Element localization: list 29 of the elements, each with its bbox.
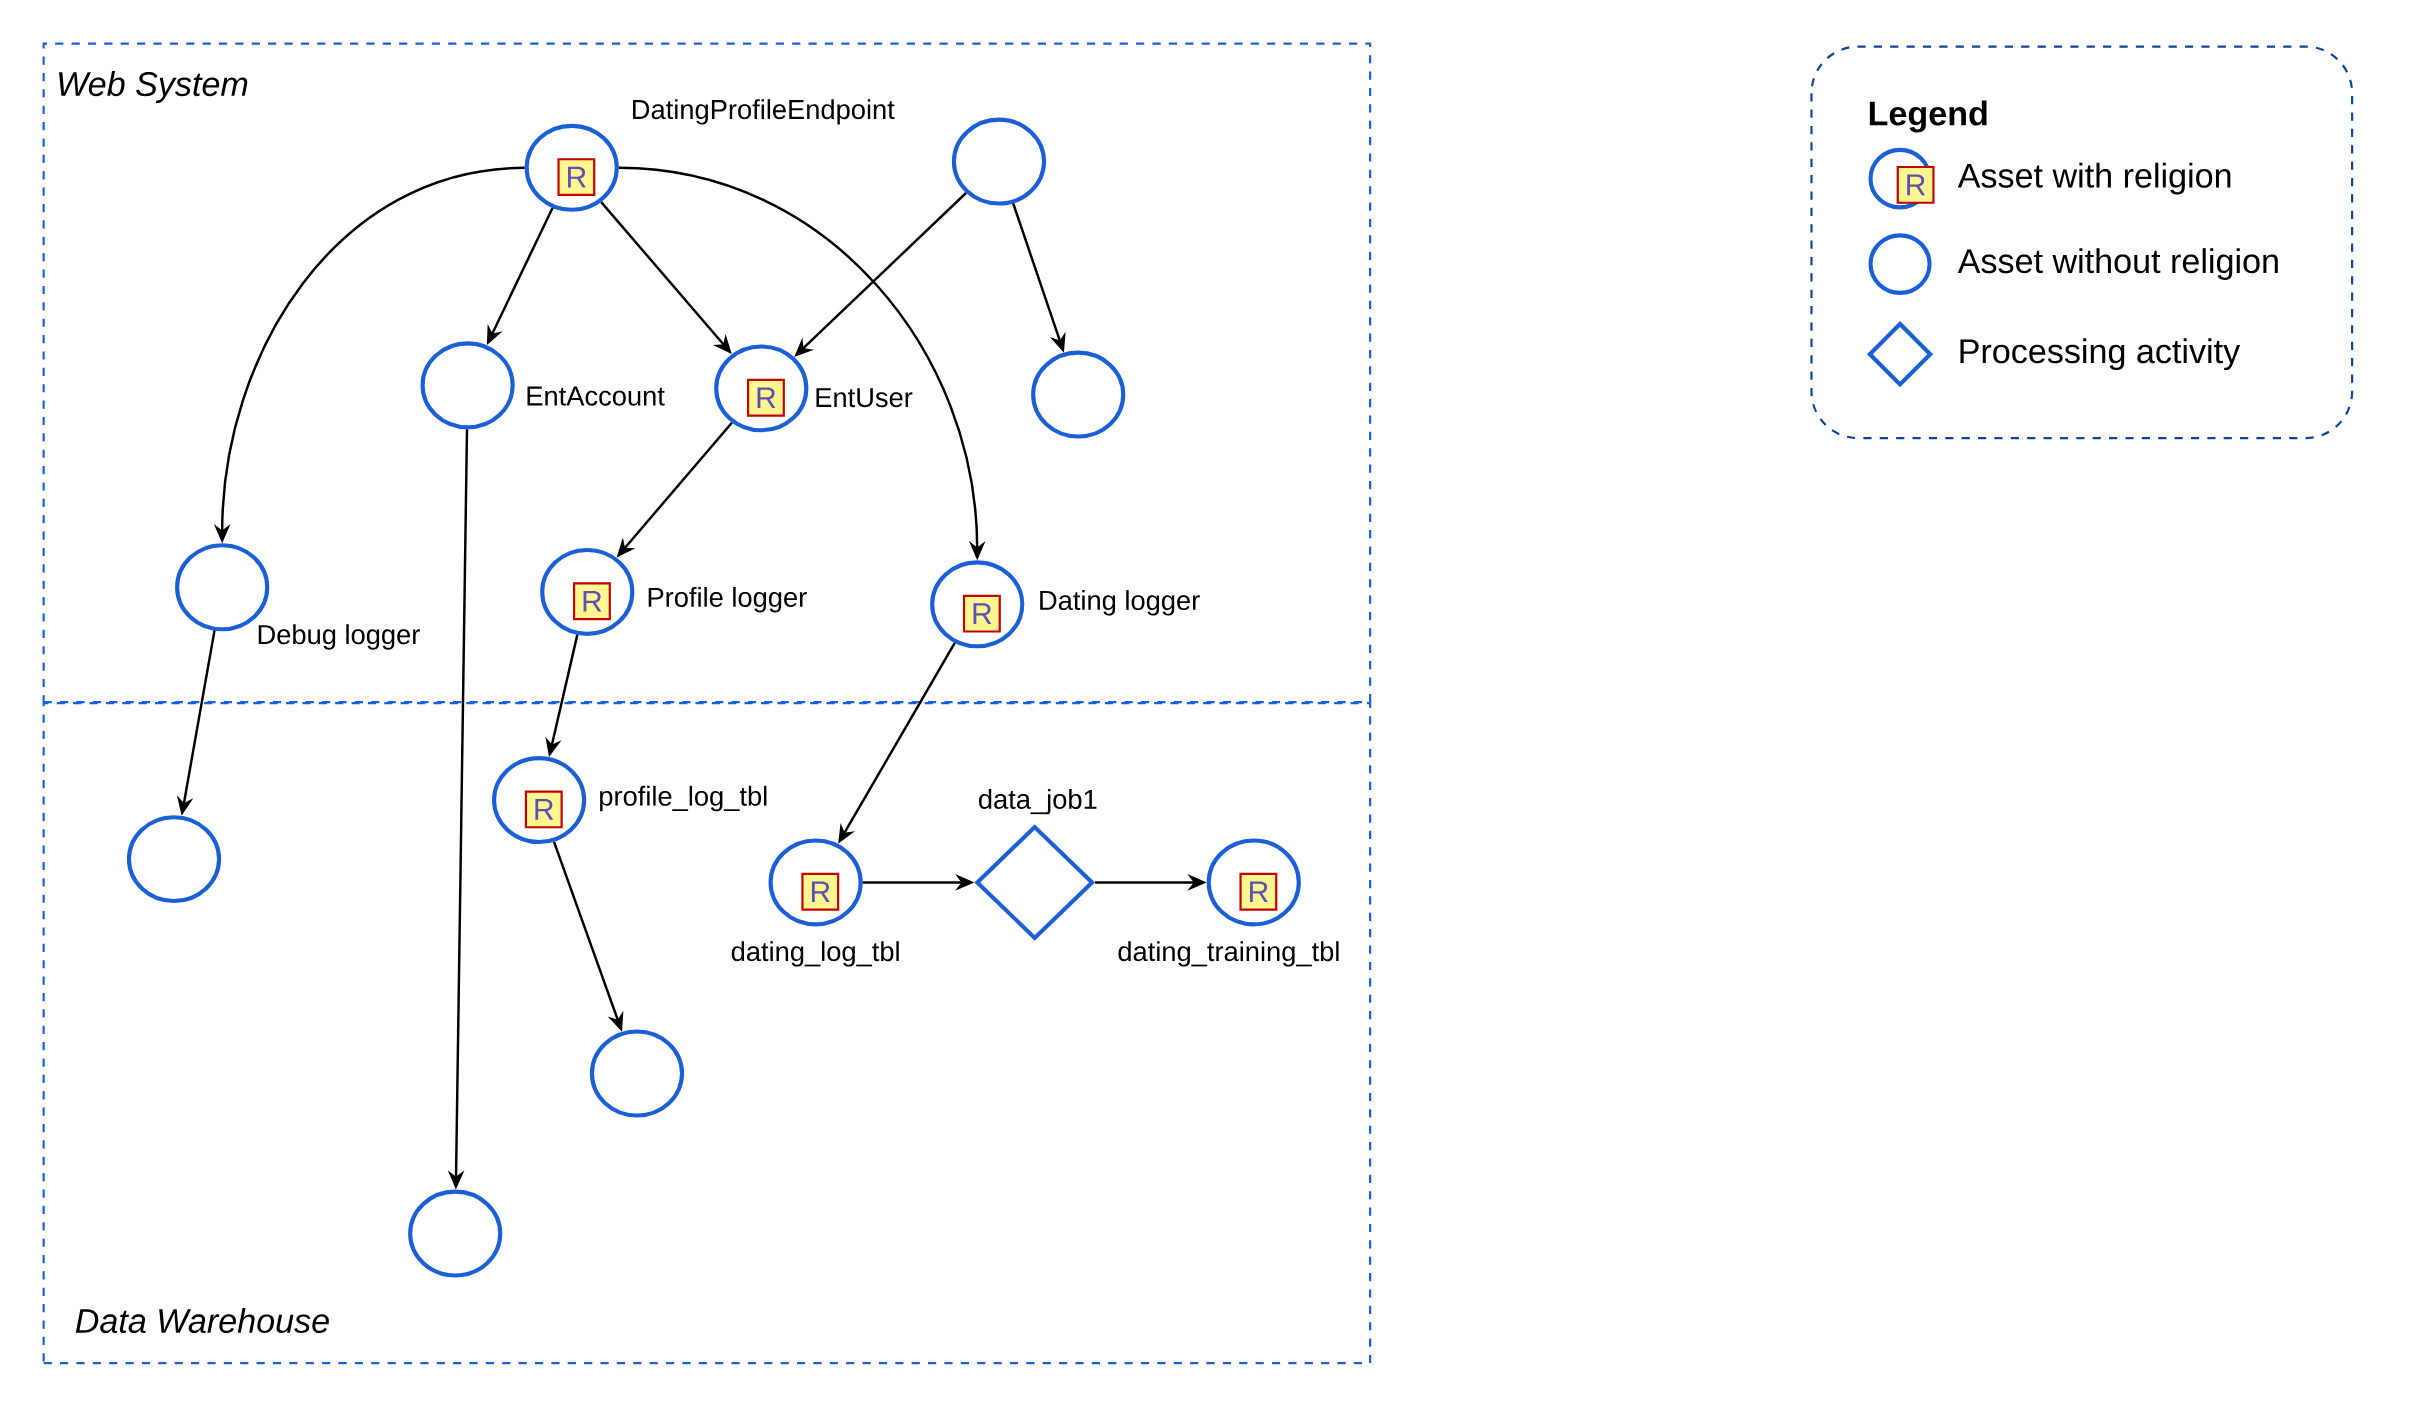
asset-circle (589, 1029, 685, 1118)
node-label: EntAccount (522, 384, 668, 409)
r-badge: R (962, 594, 1001, 633)
r-badge: R (801, 873, 840, 911)
asset-circle (126, 815, 222, 904)
legend-title: Legend (1869, 100, 1987, 133)
legend-text: Asset without religion (1957, 248, 2278, 281)
zone-title: Data Warehouse (75, 1308, 329, 1334)
legend-text: Processing activity (1960, 338, 2241, 371)
asset-circle (1031, 350, 1126, 439)
node-label: EntUser (811, 385, 916, 411)
r-badge: R (1239, 873, 1278, 911)
node-label: dating_training_tbl (1114, 938, 1344, 970)
r-badge: R (572, 582, 611, 621)
node-label: Dating logger (1035, 587, 1204, 619)
zone-title: Web System (59, 71, 248, 104)
asset-circle (951, 117, 1047, 206)
r-badge: R (1896, 166, 1935, 204)
node-label: dating_log_tbl (727, 938, 904, 970)
node-label: Profile logger (643, 584, 811, 616)
node-label: DatingProfileEndpoint (628, 96, 898, 128)
node-label: Debug logger (253, 621, 424, 653)
asset-circle (408, 1189, 503, 1278)
r-badge: R (557, 158, 596, 197)
r-badge: R (746, 378, 785, 417)
r-badge: R (524, 790, 563, 829)
legend-text: Asset with religion (1957, 162, 2231, 195)
node-label: data_job1 (975, 786, 1101, 818)
node-label: profile_log_tbl (595, 783, 771, 815)
